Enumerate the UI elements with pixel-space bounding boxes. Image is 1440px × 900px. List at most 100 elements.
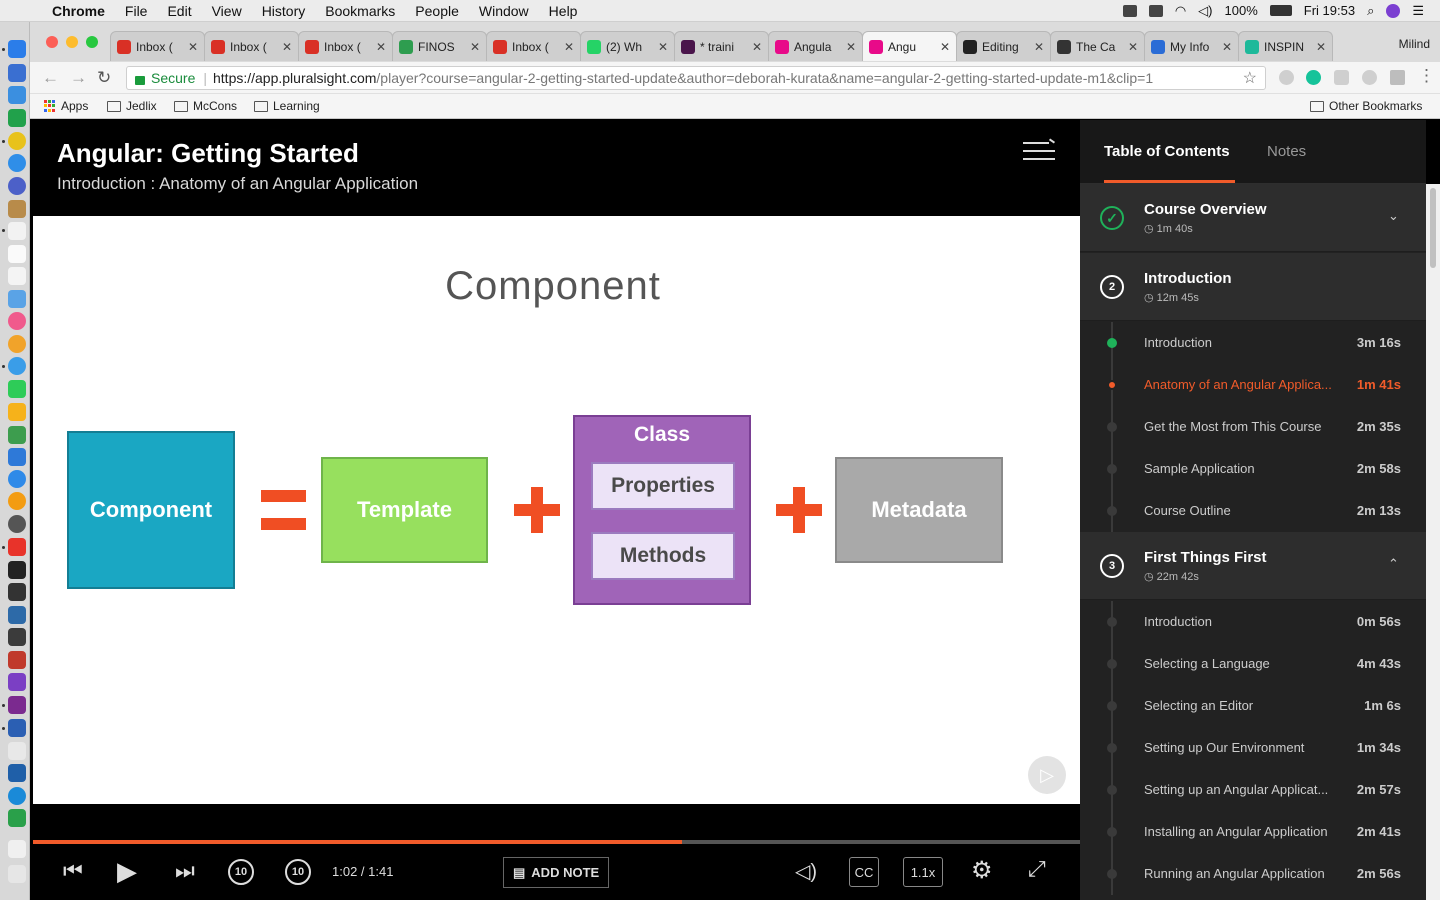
close-tab-icon[interactable]: ✕	[1315, 39, 1326, 54]
dock-app-icon[interactable]	[8, 177, 26, 195]
close-tab-icon[interactable]: ✕	[375, 39, 386, 54]
settings-gear-icon[interactable]: ⚙	[971, 857, 993, 884]
siri-icon[interactable]	[1386, 3, 1401, 18]
toggle-sidebar-icon[interactable]	[1023, 138, 1056, 162]
dock-app-icon[interactable]	[8, 109, 26, 127]
status-drive-icon[interactable]	[1148, 4, 1163, 17]
close-tab-icon[interactable]: ✕	[657, 39, 668, 54]
close-tab-icon[interactable]: ✕	[845, 39, 856, 54]
dock-itunes-icon[interactable]	[8, 312, 26, 330]
chevron-icon[interactable]: ⌃	[1388, 556, 1399, 571]
clip-item[interactable]: Setting up an Angular Applicat...2m 57s	[1080, 769, 1426, 811]
dock-downloads-icon[interactable]	[8, 840, 26, 858]
scrollbar-thumb[interactable]	[1430, 188, 1436, 268]
dock-chrome-icon[interactable]	[8, 132, 26, 150]
close-tab-icon[interactable]: ✕	[751, 39, 762, 54]
browser-tab[interactable]: Editing✕	[956, 31, 1051, 61]
dock-visualstudio-icon[interactable]	[8, 673, 26, 691]
menu-file[interactable]: File	[124, 2, 148, 19]
bookmark-jedlix[interactable]: Jedlix	[107, 99, 157, 113]
dock-app-icon[interactable]	[8, 742, 26, 760]
chrome-menu-icon[interactable]: ⋮	[1418, 66, 1435, 85]
minimize-window-button[interactable]	[66, 36, 78, 48]
address-bar[interactable]: Secure | https://app.pluralsight.com /pl…	[126, 66, 1266, 90]
chevron-icon[interactable]: ⌄	[1388, 208, 1399, 223]
browser-tab[interactable]: (2) Wh✕	[580, 31, 675, 61]
close-tab-icon[interactable]: ✕	[469, 39, 480, 54]
bookmark-star-icon[interactable]: ☆	[1242, 70, 1257, 87]
menu-edit[interactable]: Edit	[167, 2, 192, 19]
playback-speed-button[interactable]: 1.1x	[903, 857, 943, 887]
dock-app-icon[interactable]	[8, 764, 26, 782]
menu-window[interactable]: Window	[478, 2, 529, 19]
dock-calendar-icon[interactable]	[8, 222, 26, 240]
reload-icon[interactable]: ↻	[97, 68, 112, 87]
dock-terminal-icon[interactable]	[8, 561, 26, 579]
dock-facetime-icon[interactable]	[8, 380, 26, 398]
fullscreen-icon[interactable]: ⤢	[1028, 856, 1046, 881]
dock-appstore-icon[interactable]	[8, 470, 26, 488]
browser-tab[interactable]: Angula✕	[768, 31, 863, 61]
menu-help[interactable]: Help	[548, 2, 578, 19]
close-tab-icon[interactable]: ✕	[939, 39, 950, 54]
menu-app-name[interactable]: Chrome	[52, 2, 105, 19]
browser-tab[interactable]: FINOS✕	[392, 31, 487, 61]
close-tab-icon[interactable]: ✕	[281, 39, 292, 54]
tab-table-of-contents[interactable]: Table of Contents	[1104, 143, 1230, 160]
volume-icon[interactable]: ◁)	[795, 861, 818, 883]
status-app-icon[interactable]	[1122, 4, 1137, 17]
next-clip-icon[interactable]: ⏭	[175, 858, 195, 883]
menu-people[interactable]: People	[415, 2, 459, 19]
menu-history[interactable]: History	[261, 2, 306, 19]
bookmark-mccons[interactable]: McCons	[174, 99, 237, 113]
progress-bar[interactable]	[33, 840, 1080, 844]
dock-app-icon[interactable]	[8, 403, 26, 421]
bookmark-apps[interactable]: Apps	[44, 99, 88, 113]
skip-back-icon[interactable]: 10	[228, 859, 254, 885]
extension-icon[interactable]	[1279, 70, 1294, 85]
clip-item[interactable]: Anatomy of an Angular Applica...1m 41s	[1080, 364, 1426, 406]
browser-tab[interactable]: Inbox (✕	[298, 31, 393, 61]
menu-bookmarks[interactable]: Bookmarks	[325, 2, 396, 19]
browser-tab[interactable]: Inbox (✕	[486, 31, 581, 61]
dock-messages-icon[interactable]	[8, 357, 26, 375]
dock-app-icon[interactable]	[8, 628, 26, 646]
dock-app-icon[interactable]	[8, 267, 26, 285]
bookmark-learning[interactable]: Learning	[254, 99, 320, 113]
extension-icon[interactable]	[1334, 70, 1349, 85]
close-window-button[interactable]	[46, 36, 58, 48]
browser-tab[interactable]: My Info✕	[1144, 31, 1239, 61]
battery-percent[interactable]: 100%	[1224, 3, 1258, 18]
dock-app-icon[interactable]	[8, 86, 26, 104]
grammarly-icon[interactable]	[1306, 70, 1321, 85]
back-icon[interactable]: ←	[42, 68, 59, 87]
close-tab-icon[interactable]: ✕	[187, 39, 198, 54]
dock-app-icon[interactable]	[8, 448, 26, 466]
close-tab-icon[interactable]: ✕	[1221, 39, 1232, 54]
wifi-icon[interactable]: ◠	[1174, 2, 1187, 18]
dock-photos-icon[interactable]	[8, 335, 26, 353]
profile-name[interactable]: Milind	[1398, 37, 1430, 51]
play-icon[interactable]: ▶	[117, 856, 137, 886]
dock-safari-icon[interactable]	[8, 154, 26, 172]
browser-tab[interactable]: Inbox (✕	[110, 31, 205, 61]
browser-tab[interactable]: Inbox (✕	[204, 31, 299, 61]
clock[interactable]: Fri 19:53	[1303, 3, 1356, 18]
skip-forward-icon[interactable]: 10	[285, 859, 311, 885]
dock-trash-icon[interactable]	[8, 865, 26, 883]
forward-icon[interactable]: →	[70, 68, 87, 87]
dock-numbers-icon[interactable]	[8, 426, 26, 444]
spotlight-icon[interactable]: ⌕	[1367, 2, 1375, 18]
browser-tab[interactable]: INSPIN✕	[1238, 31, 1333, 61]
close-tab-icon[interactable]: ✕	[563, 39, 574, 54]
add-note-button[interactable]: ▤ ADD NOTE	[503, 857, 610, 888]
dock-notes-icon[interactable]	[8, 245, 26, 263]
